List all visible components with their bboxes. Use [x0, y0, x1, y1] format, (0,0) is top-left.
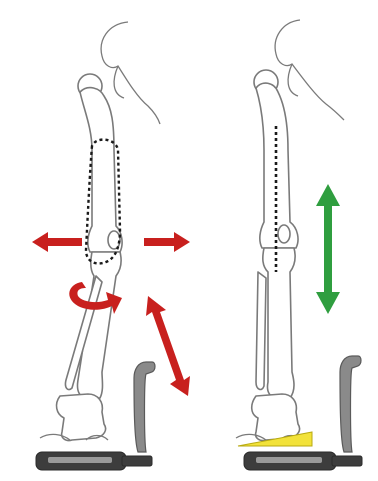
- right-pedal-highlight: [256, 457, 322, 463]
- right-pedal-arm: [340, 356, 361, 452]
- medial-arrow: [32, 232, 82, 252]
- left-pedal-spindle: [122, 456, 152, 466]
- left-pedal-arm: [134, 362, 155, 452]
- right-fibula: [256, 272, 266, 389]
- left-pedal-highlight: [48, 457, 112, 463]
- right-foot: [252, 394, 300, 441]
- left-foot: [57, 394, 106, 441]
- right-tibia: [263, 248, 295, 398]
- green-vertical-arrow: [316, 184, 340, 314]
- left-femur: [80, 88, 122, 252]
- diagonal-arrow: [146, 296, 190, 396]
- left-pelvis-ring: [114, 66, 124, 98]
- right-pelvis-outline: [275, 20, 344, 120]
- left-leg-panel: [32, 22, 190, 470]
- left-patella: [108, 231, 120, 249]
- right-pedal-spindle: [332, 456, 362, 466]
- lateral-arrow: [144, 232, 190, 252]
- right-leg-panel: [236, 20, 362, 470]
- right-patella: [278, 225, 290, 243]
- right-pelvis-ring: [288, 64, 298, 96]
